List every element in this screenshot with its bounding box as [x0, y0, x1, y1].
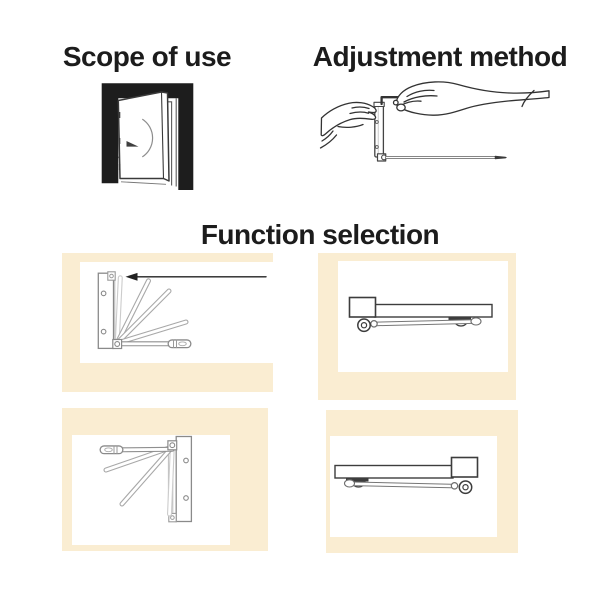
mounting-plate [175, 435, 193, 523]
panel-side-view-left [348, 296, 493, 333]
open-door-icon [101, 83, 194, 190]
arrowhead-icon [125, 272, 138, 281]
adjustment-method-title: Adjustment method [312, 41, 568, 72]
door-frame [101, 83, 194, 190]
closer-block [450, 456, 479, 478]
spindle-tip [495, 155, 507, 160]
door-top-rail [334, 464, 454, 479]
hex-key [380, 96, 399, 106]
scope-of-use-title: Scope of use [62, 41, 232, 72]
right-hand [392, 81, 550, 116]
panel-arm-sweep-left [97, 271, 267, 350]
hands-adjusting-icon [319, 81, 550, 162]
door-top-rail [373, 303, 493, 318]
left-hand [319, 101, 377, 149]
panel-side-view-right [334, 456, 479, 495]
closer-block [348, 296, 377, 318]
mounting-plate [97, 272, 115, 350]
function-selection-title: Function selection [200, 219, 440, 250]
panel-arm-sweep-right [99, 435, 193, 523]
